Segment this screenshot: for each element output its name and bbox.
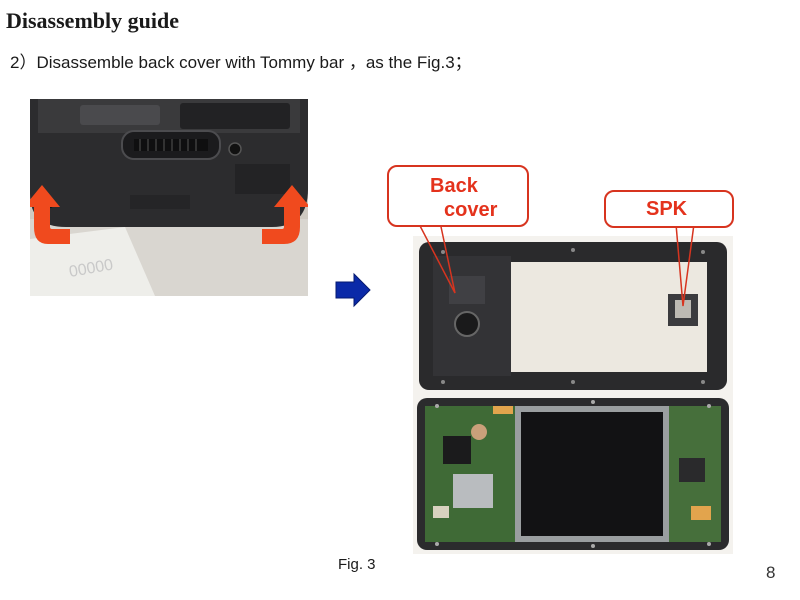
spk-label: SPK xyxy=(646,198,688,220)
disassembled-phone-photo xyxy=(413,236,733,554)
step-instruction: 2）Disassemble back cover with Tommy bar … xyxy=(10,53,472,72)
spk-callout: SPK xyxy=(604,190,734,228)
page-number: 8 xyxy=(766,563,776,582)
page-title: Disassembly guide xyxy=(6,8,179,33)
back-cover-callout: Back cover xyxy=(387,165,529,227)
figure-caption: Fig. 3 xyxy=(338,556,376,573)
back-cover-label-line2: cover xyxy=(444,199,498,221)
right-arrow-icon xyxy=(334,272,372,308)
phone-back-photo: 00000 xyxy=(30,99,308,296)
back-cover-label-line1: Back xyxy=(430,175,478,197)
